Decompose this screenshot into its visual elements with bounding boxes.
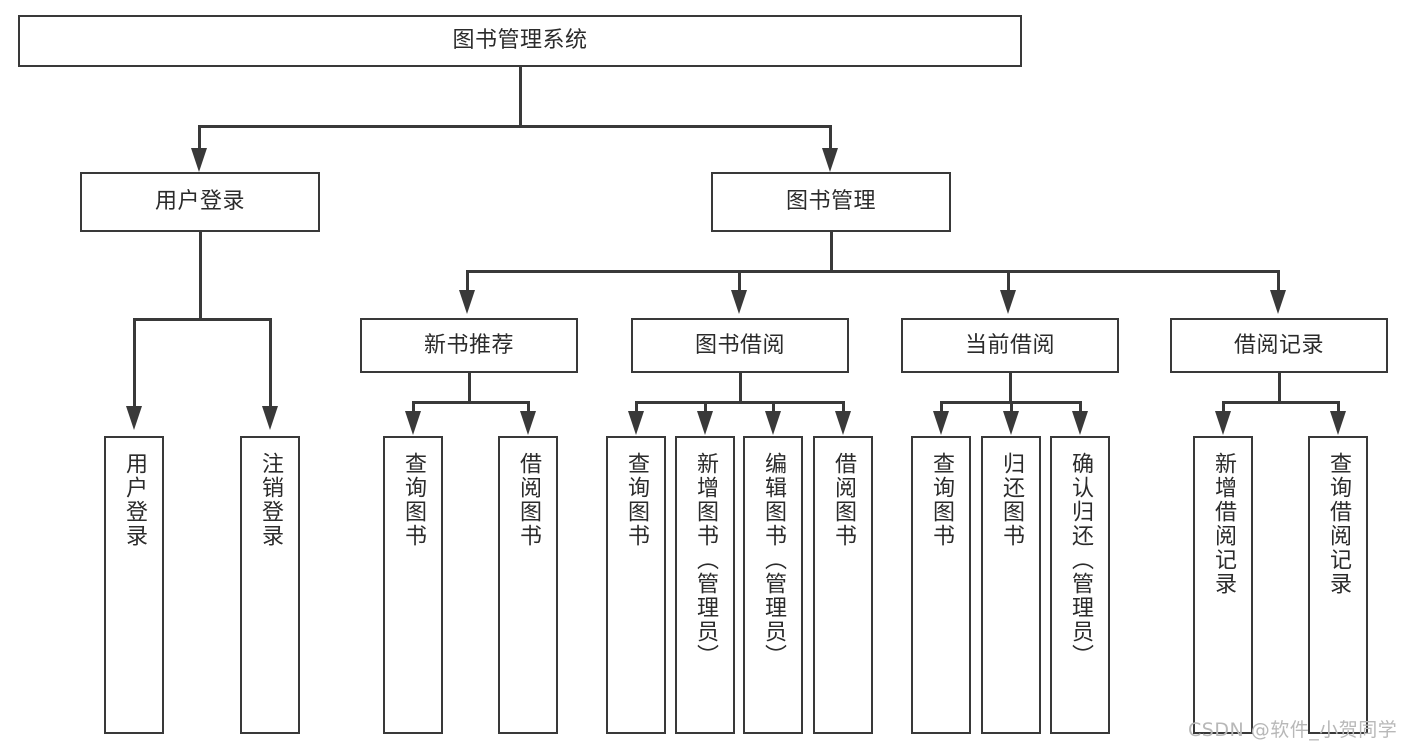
arrowhead-icon [697,411,713,435]
node-label: 查询图书 [624,452,649,548]
arrowhead-icon [1072,411,1088,435]
connector-bookmgmt-drop-2 [738,270,741,292]
arrowhead-icon [1270,290,1286,314]
connector-bookborrow-drop-2 [704,401,707,413]
connector-currentborrow-stem [1009,373,1012,403]
connector-root-drop-left [198,125,201,150]
node-label: 借阅图书 [831,452,856,548]
connector-userlogin-drop-2 [269,318,272,408]
connector-currentborrow-drop-2 [1010,401,1013,413]
connector-newbook-drop-2 [527,401,530,413]
connector-currentborrow-drop-3 [1079,401,1082,413]
leaf-current-confirm-return-admin[interactable]: 确认归还（管理员） [1050,436,1110,734]
connector-userlogin-bus [133,318,271,321]
node-label: 查询图书 [401,452,426,548]
leaf-borrow-query-book[interactable]: 查询图书 [606,436,666,734]
node-root-system[interactable]: 图书管理系统 [18,15,1022,67]
connector-bookmgmt-stem [830,232,833,272]
node-current-borrow[interactable]: 当前借阅 [901,318,1119,373]
connector-root-bus [198,125,831,128]
connector-bookborrow-drop-1 [635,401,638,413]
arrowhead-icon [262,406,278,430]
node-user-login[interactable]: 用户登录 [80,172,320,232]
connector-bookborrow-drop-4 [842,401,845,413]
arrowhead-icon [1000,290,1016,314]
connector-bookmgmt-drop-4 [1277,270,1280,292]
node-label: 确认归还（管理员） [1068,452,1093,668]
node-label: 新书推荐 [423,332,514,358]
node-book-borrow[interactable]: 图书借阅 [631,318,849,373]
node-label: 新增图书（管理员） [693,452,718,668]
arrowhead-icon [520,411,536,435]
connector-borrowrecord-drop-2 [1337,401,1340,413]
arrowhead-icon [405,411,421,435]
node-label: 查询图书 [929,452,954,548]
leaf-current-query-book[interactable]: 查询图书 [911,436,971,734]
leaf-record-query-borrow-record[interactable]: 查询借阅记录 [1308,436,1368,734]
node-label: 编辑图书（管理员） [761,452,786,668]
connector-bookmgmt-drop-1 [466,270,469,292]
connector-newbook-drop-1 [412,401,415,413]
node-label: 图书管理系统 [452,28,588,54]
arrowhead-icon [933,411,949,435]
connector-bookmgmt-drop-3 [1007,270,1010,292]
arrowhead-icon [1215,411,1231,435]
leaf-record-add-borrow-record[interactable]: 新增借阅记录 [1193,436,1253,734]
connector-borrowrecord-stem [1278,373,1281,403]
watermark-text: CSDN @软件_小贺同学 [1188,719,1398,741]
connector-bookborrow-bus [635,401,845,404]
arrowhead-icon [731,290,747,314]
connector-newbook-bus [412,401,530,404]
connector-borrowrecord-drop-1 [1222,401,1225,413]
arrowhead-icon [628,411,644,435]
node-label: 借阅记录 [1233,332,1324,358]
arrowhead-icon [459,290,475,314]
connector-borrowrecord-bus [1222,401,1340,404]
leaf-borrow-borrow-book[interactable]: 借阅图书 [813,436,873,734]
node-label: 新增借阅记录 [1211,452,1236,596]
node-new-book-recommend[interactable]: 新书推荐 [360,318,578,373]
connector-root-stem [519,67,522,125]
node-label: 查询借阅记录 [1326,452,1351,596]
leaf-newbook-borrow-book[interactable]: 借阅图书 [498,436,558,734]
connector-bookmgmt-bus [466,270,1279,273]
arrowhead-icon [191,148,207,172]
connector-newbook-stem [468,373,471,403]
node-label: 归还图书 [999,452,1024,548]
node-book-management[interactable]: 图书管理 [711,172,951,232]
node-label: 注销登录 [258,452,283,548]
node-label: 图书借阅 [694,332,785,358]
arrowhead-icon [126,406,142,430]
leaf-borrow-edit-book-admin[interactable]: 编辑图书（管理员） [743,436,803,734]
arrowhead-icon [822,148,838,172]
leaf-borrow-add-book-admin[interactable]: 新增图书（管理员） [675,436,735,734]
arrowhead-icon [1330,411,1346,435]
connector-userlogin-stem [199,232,202,320]
node-label: 借阅图书 [516,452,541,548]
leaf-current-return-book[interactable]: 归还图书 [981,436,1041,734]
leaf-logout[interactable]: 注销登录 [240,436,300,734]
node-borrow-record[interactable]: 借阅记录 [1170,318,1388,373]
connector-root-drop-right [829,125,832,150]
connector-userlogin-drop-1 [133,318,136,408]
arrowhead-icon [1003,411,1019,435]
node-label: 图书管理 [785,189,876,215]
node-label: 用户登录 [154,189,245,215]
connector-bookborrow-stem [739,373,742,403]
connector-bookborrow-drop-3 [772,401,775,413]
leaf-newbook-query-book[interactable]: 查询图书 [383,436,443,734]
connector-currentborrow-drop-1 [940,401,943,413]
node-label: 当前借阅 [964,332,1055,358]
arrowhead-icon [765,411,781,435]
arrowhead-icon [835,411,851,435]
leaf-user-login[interactable]: 用户登录 [104,436,164,734]
node-label: 用户登录 [122,452,147,548]
